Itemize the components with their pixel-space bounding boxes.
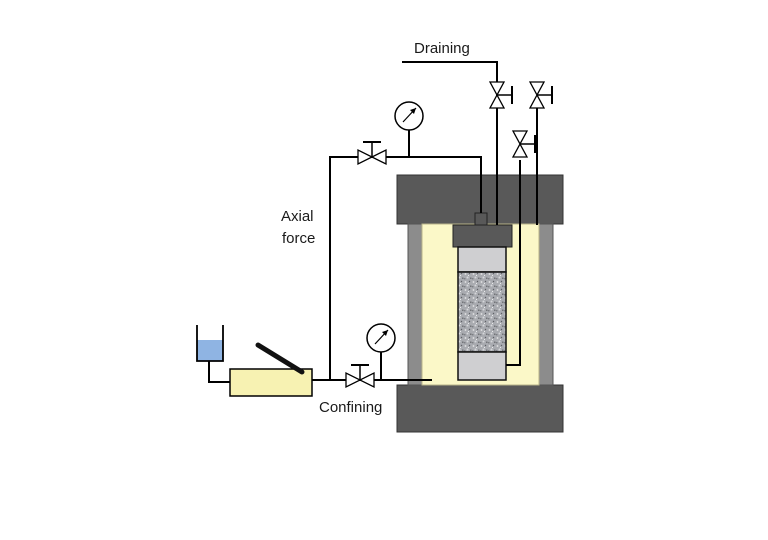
label-draining: Draining — [414, 40, 470, 57]
top-drain-valve[interactable] — [528, 81, 553, 109]
axial-pressure-gauge — [394, 101, 424, 131]
axial-valve[interactable] — [357, 141, 387, 166]
label-force: force — [282, 230, 315, 247]
top-cap — [457, 246, 507, 273]
confining-valve[interactable] — [345, 364, 375, 389]
loading-piston — [474, 212, 488, 226]
label-confining: Confining — [319, 399, 382, 416]
hand-pump — [229, 368, 313, 397]
valves — [345, 81, 553, 389]
cell-bottom-plate — [396, 384, 564, 433]
cell-left-wall — [407, 223, 423, 386]
reservoir-water — [197, 340, 223, 361]
piping — [208, 61, 538, 383]
pump-handle — [255, 342, 305, 375]
label-axial: Axial — [281, 208, 314, 225]
bottom-pedestal — [457, 351, 507, 381]
axial-force-line — [329, 156, 482, 380]
pedestal-drain-valve[interactable] — [511, 130, 536, 158]
soil-specimen — [457, 271, 507, 353]
draining-line — [402, 61, 498, 225]
reservoir-pipe — [208, 361, 230, 383]
draining-valve[interactable] — [488, 81, 513, 109]
pedestal-drain-line — [506, 160, 521, 366]
confining-pressure-gauge — [366, 323, 396, 353]
cell-right-wall — [538, 223, 554, 386]
reservoir-tank — [196, 325, 224, 362]
top-platen — [452, 224, 513, 248]
